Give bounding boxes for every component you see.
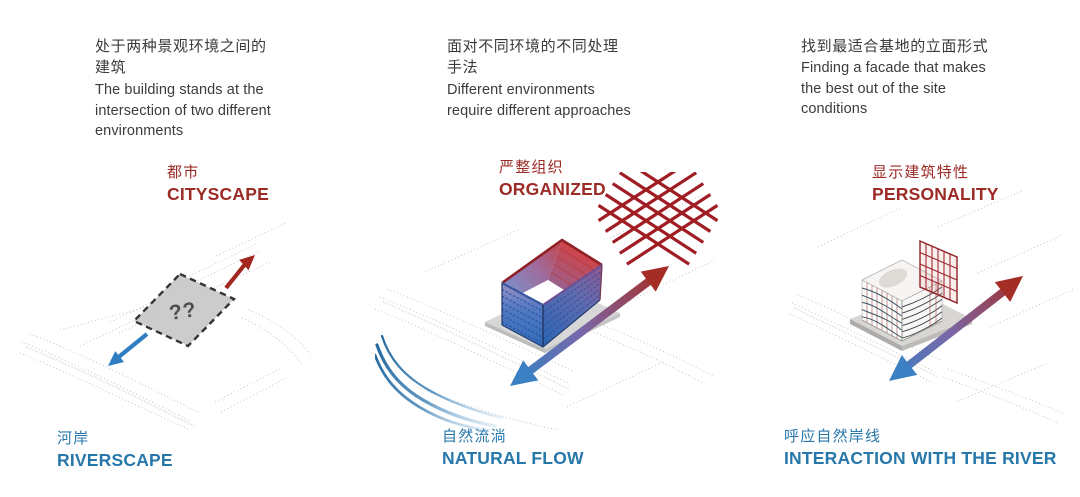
panel1-heading-en: The building stands at the intersection … (95, 82, 271, 140)
gradient-arrow (889, 276, 1023, 381)
panel3-bottom-label: 呼应自然岸线 INTERACTION WITH THE RIVER (784, 427, 1057, 470)
facade-diagram (790, 190, 1075, 424)
natural-flow-label-zh: 自然流淌 (442, 428, 507, 445)
question-marks: ?? (168, 298, 199, 325)
outer-right-wall (543, 265, 602, 347)
panel3-heading-zh: 找到最适合基地的立面形式 (801, 38, 989, 55)
panel2-heading-zh: 面对不同环境的不同处理 手法 (447, 38, 619, 77)
cityscape-label-en: CITYSCAPE (167, 183, 269, 204)
interaction-label-zh: 呼应自然岸线 (784, 428, 882, 445)
panel3-top-label: 显示建筑特性 PERSONALITY (872, 163, 999, 206)
massing-box (501, 238, 603, 348)
panel1-heading-zh: 处于两种景观环境之间的 建筑 (95, 38, 267, 77)
river-arrow-icon (108, 332, 149, 366)
outer-left-wall (502, 283, 543, 347)
panel1-top-label: 都市 CITYSCAPE (167, 163, 269, 206)
organized-label-en: ORGANIZED (499, 178, 606, 199)
personality-label-en: PERSONALITY (872, 183, 999, 204)
panel3-heading-en: Finding a facade that makes the best out… (801, 60, 986, 118)
panel2-heading-en: Different environments require different… (447, 82, 631, 119)
grid-lattice-icon (597, 172, 719, 266)
riverscape-label-zh: 河岸 (57, 430, 90, 447)
massing-diagram (375, 172, 719, 430)
interaction-label-en: INTERACTION WITH THE RIVER (784, 447, 1057, 468)
facade-grid-icon (919, 239, 958, 305)
building-massing (861, 259, 943, 342)
riverscape-label-en: RIVERSCAPE (57, 449, 173, 470)
site-context-diagram: ?? (20, 222, 313, 430)
gradient-arrow (510, 266, 669, 386)
panel2-top-label: 严整组织 ORGANIZED (499, 158, 606, 201)
cityscape-label-zh: 都市 (167, 164, 200, 181)
natural-flow-label-en: NATURAL FLOW (442, 447, 584, 468)
panel2-bottom-label: 自然流淌 NATURAL FLOW (442, 427, 584, 470)
organized-label-zh: 严整组织 (499, 159, 564, 176)
flow-lines-icon (375, 334, 504, 430)
inner-left-wall (502, 240, 562, 293)
city-arrow-icon (224, 255, 255, 290)
personality-label-zh: 显示建筑特性 (872, 164, 970, 181)
panel1-bottom-label: 河岸 RIVERSCAPE (57, 429, 173, 472)
site-placeholder-square (131, 272, 237, 348)
roof-blob (878, 268, 908, 288)
